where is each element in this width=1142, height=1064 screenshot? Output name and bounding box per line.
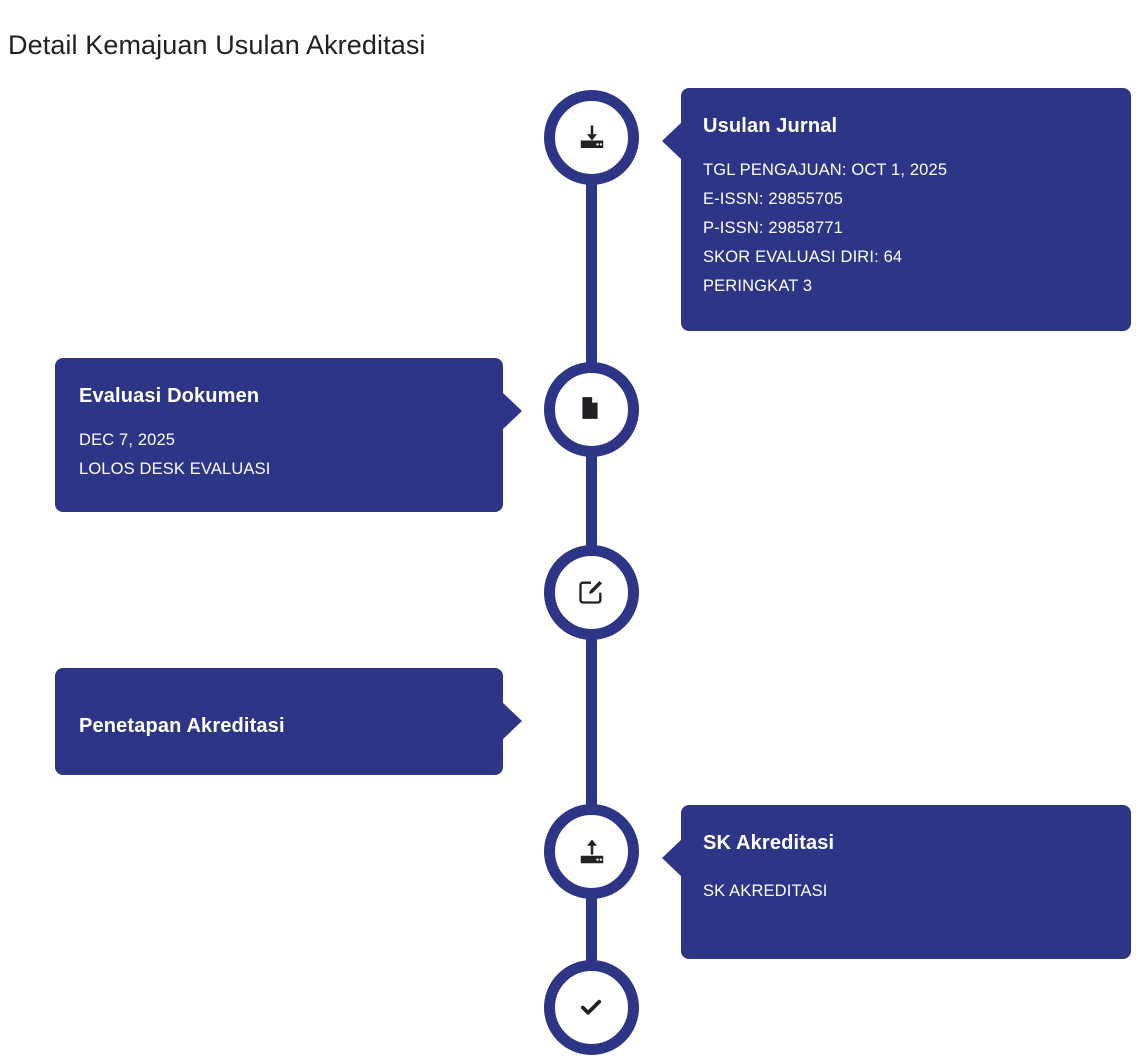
- card-title: SK Akreditasi: [703, 832, 835, 854]
- card-body: TGL PENGAJUAN: OCT 1, 2025 E-ISSN: 29855…: [703, 156, 1105, 301]
- card-body-line: PERINGKAT 3: [703, 277, 813, 295]
- timeline-card-sk-akreditasi[interactable]: SK Akreditasi SK AKREDITASI: [662, 805, 1131, 959]
- check-icon: [577, 993, 607, 1023]
- card-body-line: SK AKREDITASI: [703, 882, 828, 900]
- timeline-card-penetapan-akreditasi[interactable]: Penetapan Akreditasi: [55, 668, 522, 775]
- card-body-line: DEC 7, 2025: [79, 431, 176, 449]
- timeline-node-penetapan-akreditasi[interactable]: [544, 545, 639, 640]
- card-body: SK AKREDITASI: [703, 877, 1105, 906]
- card-body-line: TGL PENGAJUAN: OCT 1, 2025: [703, 161, 948, 179]
- upload-icon: [577, 837, 607, 867]
- edit-pencil-square-icon: [577, 578, 607, 608]
- timeline-node-selesai[interactable]: [544, 960, 639, 1055]
- card-body: DEC 7, 2025 LOLOS DESK EVALUASI: [79, 426, 477, 484]
- timeline-card-usulan-jurnal[interactable]: Usulan Jurnal TGL PENGAJUAN: OCT 1, 2025…: [662, 88, 1131, 331]
- card-body-line: E-ISSN: 29855705: [703, 190, 843, 208]
- timeline-node-usulan-jurnal[interactable]: [544, 90, 639, 185]
- timeline-card-evaluasi-dokumen[interactable]: Evaluasi Dokumen DEC 7, 2025 LOLOS DESK …: [55, 358, 522, 512]
- download-save-icon: [577, 123, 607, 153]
- card-body-line: P-ISSN: 29858771: [703, 219, 843, 237]
- page-title: Detail Kemajuan Usulan Akreditasi: [8, 30, 426, 61]
- timeline-node-sk-akreditasi[interactable]: [544, 804, 639, 899]
- card-body-line: LOLOS DESK EVALUASI: [79, 460, 271, 478]
- timeline-node-evaluasi-dokumen[interactable]: [544, 362, 639, 457]
- card-title: Penetapan Akreditasi: [79, 715, 285, 737]
- document-file-icon: [577, 395, 607, 425]
- card-title: Evaluasi Dokumen: [79, 385, 260, 407]
- card-body-line: SKOR EVALUASI DIRI: 64: [703, 248, 903, 266]
- card-title: Usulan Jurnal: [703, 115, 838, 137]
